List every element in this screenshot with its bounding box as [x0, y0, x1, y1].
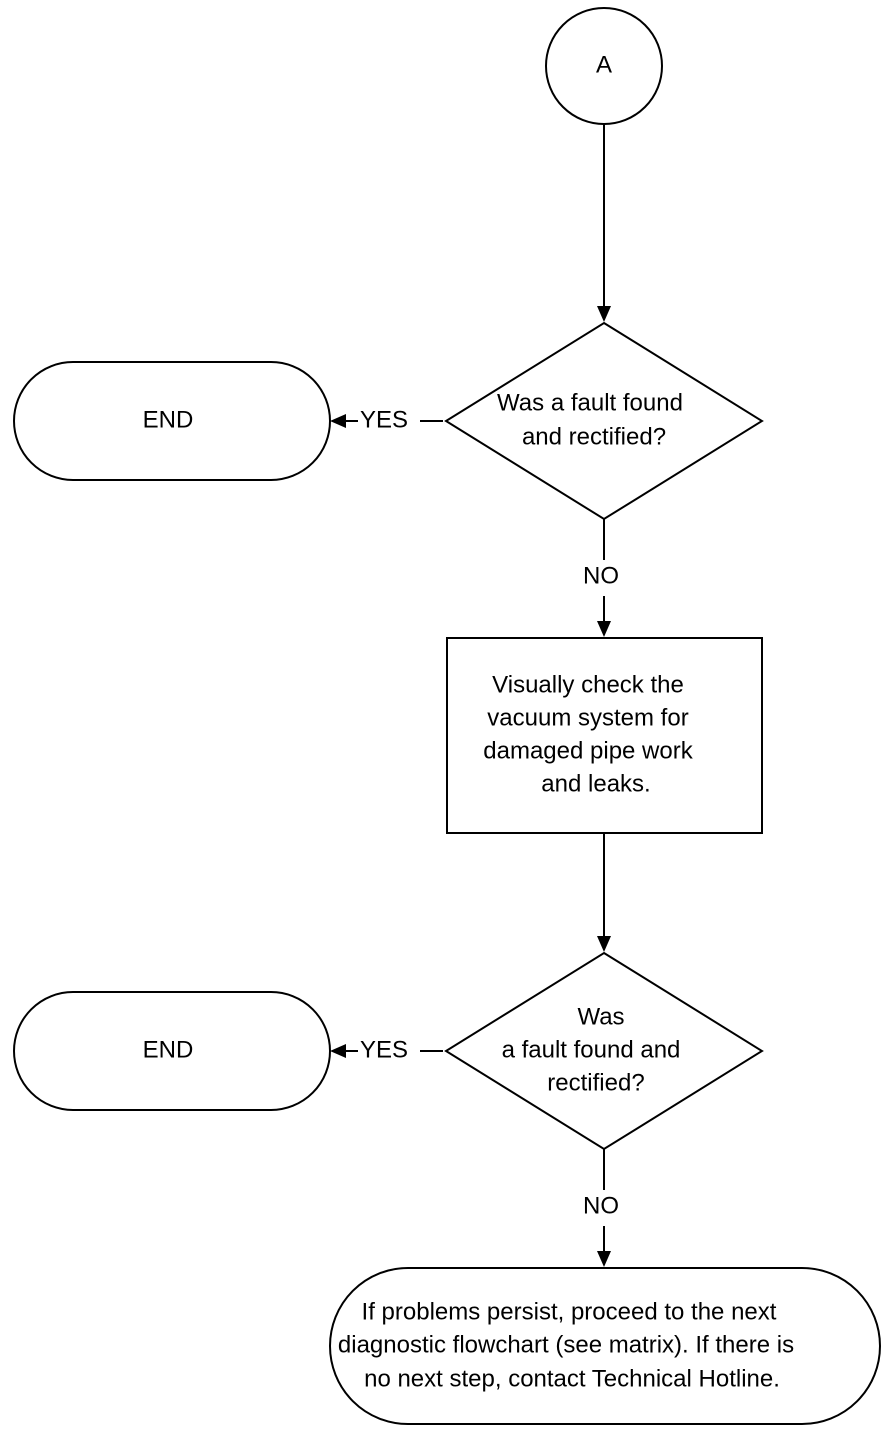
connector-a: A: [545, 7, 663, 125]
arrow-a-to-decision-1: [597, 124, 611, 322]
arrow-process-to-decision-2: [597, 833, 611, 952]
decision-1-line-2: and rectified?: [522, 423, 666, 450]
process-line-3: damaged pipe work: [483, 737, 693, 764]
decision-2: Was a fault found and rectified?: [444, 951, 764, 1151]
decision-2-line-1: Was: [577, 1003, 624, 1030]
decision-1-yes-branch: YES: [330, 406, 443, 433]
final-line-2: diagnostic flowchart (see matrix). If th…: [338, 1331, 794, 1358]
decision-1-no-branch: NO: [583, 519, 619, 637]
decision-2-yes-branch: YES: [330, 1036, 443, 1063]
final-line-3: no next step, contact Technical Hotline.: [364, 1365, 780, 1392]
decision-2-line-3: rectified?: [547, 1069, 644, 1096]
process-line-4: and leaks.: [541, 770, 650, 797]
end-2-label: END: [143, 1036, 194, 1063]
decision-1: Was a fault found and rectified?: [444, 321, 764, 521]
decision-2-yes-label: YES: [360, 1036, 408, 1063]
decision-2-line-2: a fault found and: [502, 1036, 681, 1063]
decision-2-no-label: NO: [583, 1192, 619, 1219]
decision-1-line-1: Was a fault found: [497, 389, 683, 416]
decision-1-yes-label: YES: [360, 406, 408, 433]
final-terminal: If problems persist, proceed to the next…: [329, 1267, 881, 1425]
end-1-label: END: [143, 406, 194, 433]
process-line-1: Visually check the: [492, 671, 684, 698]
process-line-2: vacuum system for: [487, 704, 688, 731]
end-terminal-2: END: [13, 991, 331, 1111]
process-box: Visually check the vacuum system for dam…: [446, 637, 763, 834]
connector-a-label: A: [596, 51, 612, 78]
decision-2-no-branch: NO: [583, 1149, 619, 1267]
end-terminal-1: END: [13, 361, 331, 481]
final-line-1: If problems persist, proceed to the next: [362, 1298, 777, 1325]
decision-1-no-label: NO: [583, 562, 619, 589]
